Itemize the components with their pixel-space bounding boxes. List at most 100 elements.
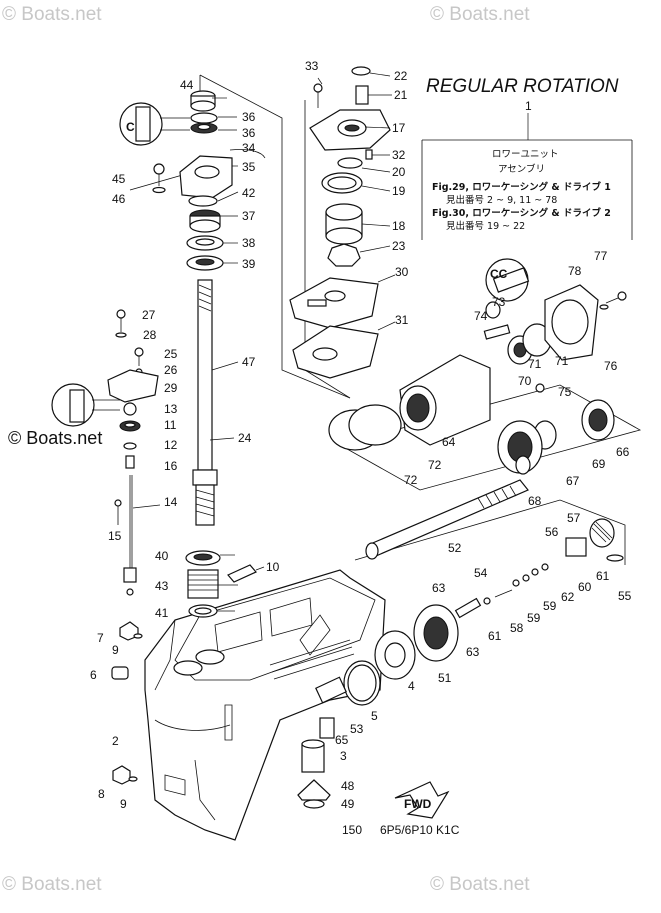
part-label: 63 — [466, 645, 480, 659]
leader-lines — [132, 72, 396, 612]
part-label: 43 — [155, 579, 169, 593]
part-label: 48 — [341, 779, 355, 793]
part-label: 38 — [242, 236, 256, 250]
part-label: 72 — [428, 458, 442, 472]
part-label: 59 — [527, 611, 541, 625]
part-label: 72 — [404, 473, 418, 487]
part-label: 39 — [242, 257, 256, 271]
part-label: 14 — [164, 495, 178, 509]
info-line: アセンブリ — [498, 163, 545, 175]
part-label: 25 — [164, 347, 178, 361]
diagram-code: 6P5/6P10 K1C — [380, 823, 460, 837]
part-label: 68 — [528, 494, 542, 508]
part-label: 19 — [392, 184, 406, 198]
part-label: 67 — [566, 474, 580, 488]
part-label: 27 — [142, 308, 156, 322]
part-label: 45 — [112, 172, 126, 186]
part-label: 49 — [341, 797, 355, 811]
part-label: 74 — [474, 309, 488, 323]
watermark: © Boats.net — [8, 428, 102, 448]
clutch-group — [454, 518, 624, 619]
part-label: 60 — [578, 580, 592, 594]
part-label: 42 — [242, 186, 256, 200]
part-label: 41 — [155, 606, 169, 620]
part-label: 56 — [545, 525, 559, 539]
part-label: 47 — [242, 355, 256, 369]
part-label: 64 — [442, 435, 456, 449]
part-label: 22 — [394, 69, 408, 83]
shift-rod-assembly — [107, 309, 159, 596]
part-label: 52 — [448, 541, 462, 555]
lower-bearings — [185, 550, 257, 618]
seal-detail-inset — [51, 383, 120, 427]
part-label: 32 — [392, 148, 406, 162]
part-label: 17 — [392, 121, 406, 135]
part-label: 36 — [242, 126, 256, 140]
part-label: 21 — [394, 88, 408, 102]
part-label: 58 — [510, 621, 524, 635]
part-label: 15 — [108, 529, 122, 543]
part-label: 13 — [164, 402, 178, 416]
part-label: 66 — [616, 445, 630, 459]
watermark: © Boats.net — [430, 4, 530, 25]
part-label: 8 — [98, 787, 105, 801]
part-label: 5 — [371, 709, 378, 723]
part-label: 16 — [164, 459, 178, 473]
part-label: 63 — [432, 581, 446, 595]
part-label: 61 — [488, 629, 502, 643]
part-label: 34 — [242, 141, 256, 155]
part-label: 73 — [492, 295, 506, 309]
part-label: 65 — [335, 733, 349, 747]
part-label: 46 — [112, 192, 126, 206]
part-label: 59 — [543, 599, 557, 613]
water-pump-assembly — [289, 66, 391, 379]
part-label: 30 — [395, 265, 409, 279]
part-label: 31 — [395, 313, 409, 327]
watermark: © Boats.net — [2, 4, 102, 25]
part-label: 28 — [143, 328, 157, 342]
info-line: Fig.29, ロワーケーシング & ドライブ 1 — [432, 181, 611, 193]
part-label: 23 — [392, 239, 406, 253]
part-label: 7 — [97, 631, 104, 645]
fasteners-left — [111, 163, 166, 785]
watermark: © Boats.net — [430, 874, 530, 895]
part-label: 12 — [164, 438, 178, 452]
part-label: 4 — [408, 679, 415, 693]
part-label: 3 — [340, 749, 347, 763]
part-label: 71 — [555, 354, 569, 368]
forward-gear-group — [297, 604, 459, 809]
part-label: 44 — [180, 78, 194, 92]
lower-casing — [144, 569, 386, 841]
part-label: 51 — [438, 671, 452, 685]
part-label: 40 — [155, 549, 169, 563]
part-label: 57 — [567, 511, 581, 525]
part-label: 61 — [596, 569, 610, 583]
part-label: 9 — [112, 643, 119, 657]
part-label: 69 — [592, 457, 606, 471]
watermark: © Boats.net — [2, 874, 102, 895]
forward-arrow-icon: FWD — [394, 781, 450, 819]
part-label: 6 — [90, 668, 97, 682]
part-label: 33 — [305, 59, 319, 73]
part-label: 18 — [392, 219, 406, 233]
info-line: 見出番号 19 ~ 22 — [446, 220, 525, 232]
part-label: 36 — [242, 110, 256, 124]
upper-bearing-stack — [179, 90, 266, 271]
drive-shaft — [192, 279, 218, 526]
part-label: 77 — [594, 249, 608, 263]
seal-detail-inset: C — [119, 102, 190, 146]
part-label: 26 — [164, 363, 178, 377]
part-label: 11 — [164, 418, 177, 432]
info-line: Fig.30, ロワーケーシング & ドライブ 2 — [432, 207, 611, 219]
diagram-title: REGULAR ROTATION — [426, 76, 619, 97]
part-label: 37 — [242, 209, 256, 223]
part-label: 20 — [392, 165, 406, 179]
part-label: 29 — [164, 381, 178, 395]
propeller-shaft-gears — [365, 399, 615, 560]
part-label: 62 — [561, 590, 575, 604]
info-box: ロワーユニット アセンブリ Fig.29, ロワーケーシング & ドライブ 1 … — [421, 139, 633, 240]
part-label: 78 — [568, 264, 582, 278]
part-label: 35 — [242, 160, 256, 174]
